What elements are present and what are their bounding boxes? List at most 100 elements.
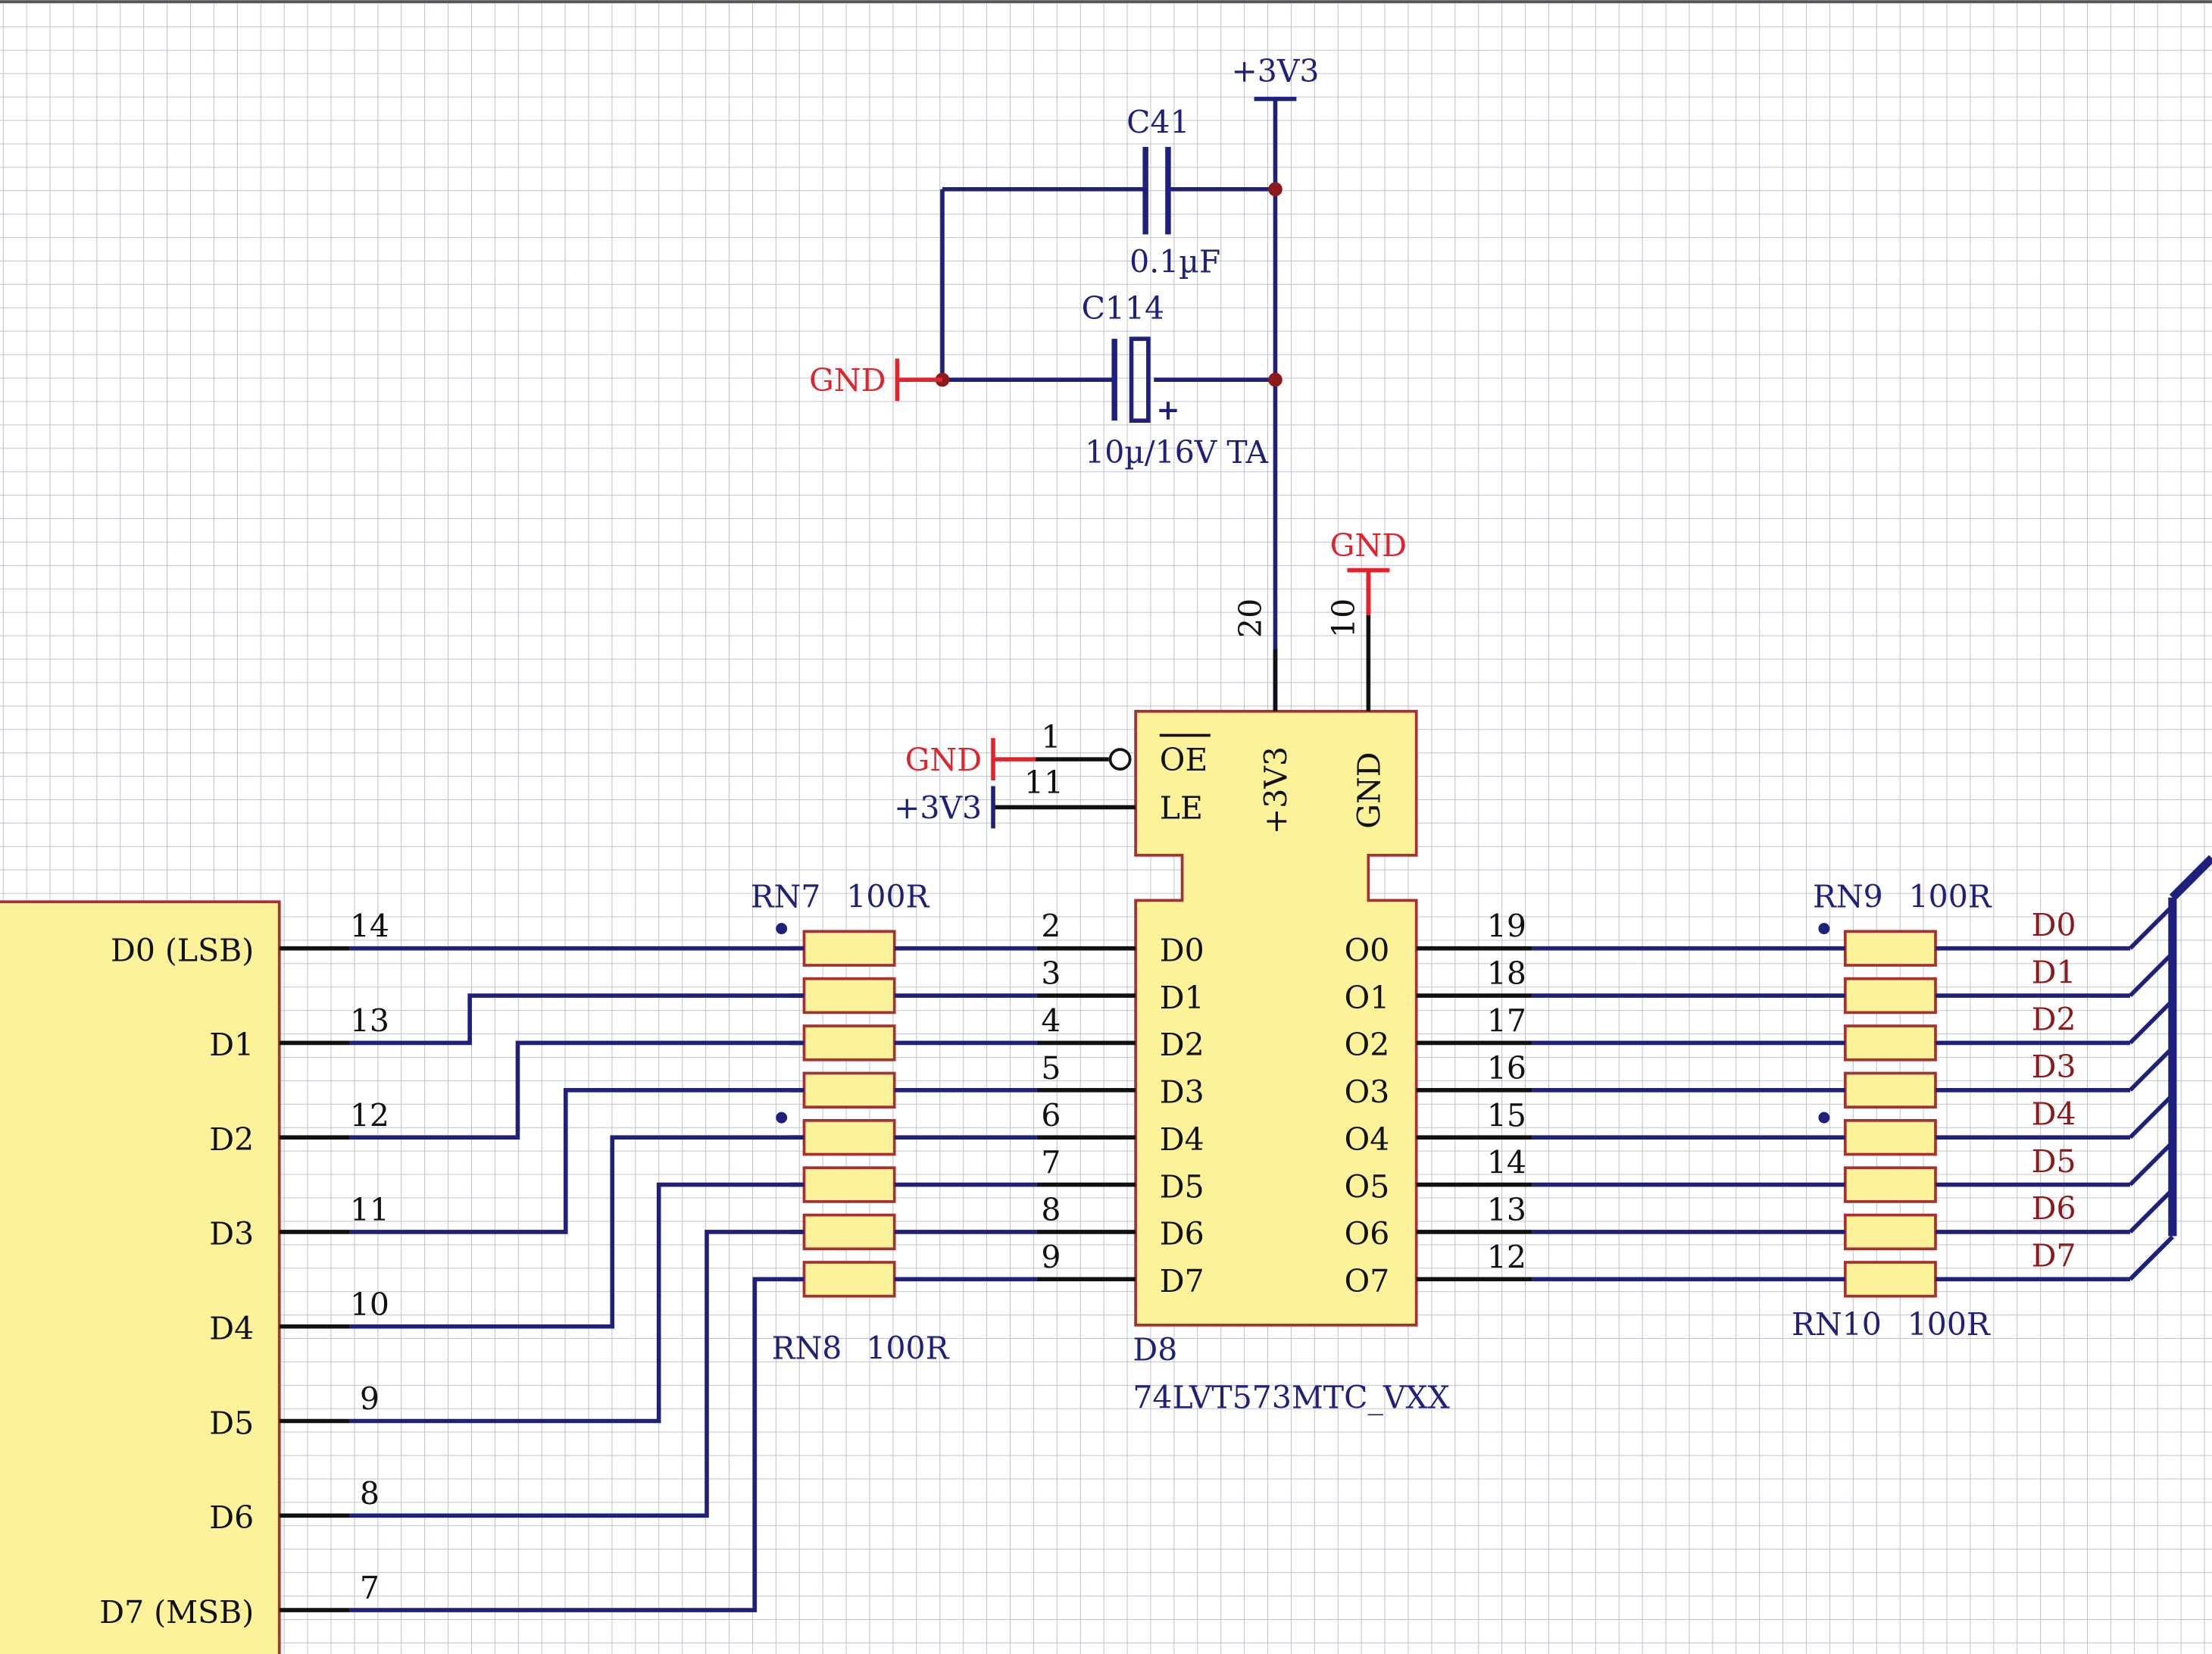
vcc-symbol-top[interactable]: +3V3 bbox=[1231, 53, 1319, 189]
resistor-element bbox=[1843, 1118, 1937, 1156]
vcc-label-top: +3V3 bbox=[1231, 53, 1319, 89]
gnd-symbol-caps[interactable]: GND bbox=[809, 358, 942, 402]
wire bbox=[349, 1088, 805, 1234]
bus-entry bbox=[2129, 1140, 2174, 1187]
ic-input-pin-number: 9 bbox=[1041, 1239, 1061, 1275]
resistor-element bbox=[1843, 1261, 1937, 1298]
connector-pin-number: 14 bbox=[350, 908, 389, 945]
capacitor-c114[interactable]: + C114 10µ/16V TA bbox=[942, 290, 1276, 471]
pin-number-le: 11 bbox=[1024, 764, 1064, 801]
ic-input-pin-name: D2 bbox=[1160, 1027, 1204, 1063]
ic-output-pin-name: O5 bbox=[1345, 1168, 1390, 1205]
ic-output-pin-number: 18 bbox=[1487, 955, 1526, 992]
pin1-dot bbox=[1818, 1112, 1830, 1124]
rn7-value: 100R bbox=[846, 879, 929, 915]
connector-pin-label: D7 (MSB) bbox=[99, 1594, 254, 1631]
net-label: D5 bbox=[2032, 1143, 2076, 1180]
resistor-element bbox=[1843, 1213, 1937, 1251]
c41-ref: C41 bbox=[1126, 104, 1189, 140]
ic-input-pin-name: D5 bbox=[1160, 1168, 1204, 1205]
ic-input-pin-number: 3 bbox=[1041, 955, 1061, 992]
bus-entry bbox=[2129, 1188, 2174, 1233]
wire bbox=[349, 1135, 805, 1329]
rn10-value: 100R bbox=[1907, 1306, 1991, 1343]
connector-body bbox=[0, 900, 281, 1654]
rn8-value: 100R bbox=[866, 1330, 949, 1367]
resistor-element bbox=[802, 1071, 896, 1109]
ic-input-pin-number: 6 bbox=[1041, 1097, 1061, 1133]
ic-d8[interactable]: 20 10 GND +3V3 GND 1 GND OE 11 +3V3 LE D… bbox=[894, 527, 1532, 1416]
ic-output-pin-name: O0 bbox=[1345, 932, 1390, 968]
net-label-oe: GND bbox=[905, 742, 982, 778]
ic-ref: D8 bbox=[1133, 1331, 1177, 1368]
wire bbox=[349, 1040, 805, 1140]
ic-output-pin-number: 17 bbox=[1487, 1003, 1526, 1040]
oe-inversion-bubble bbox=[1108, 748, 1132, 771]
ic-output-pin-number: 12 bbox=[1487, 1239, 1526, 1275]
decoupling-section: +3V3 C41 0.1µF + C114 10µ/16V TA bbox=[809, 53, 1319, 711]
ic-output-pin-name: O6 bbox=[1345, 1216, 1390, 1252]
net-label: D2 bbox=[2032, 1002, 2076, 1038]
net-label: D3 bbox=[2032, 1049, 2076, 1085]
ic-output-pin-name: O3 bbox=[1345, 1074, 1390, 1111]
resistor-element bbox=[802, 1024, 896, 1061]
bus-entry bbox=[2129, 999, 2174, 1045]
resistor-element bbox=[1843, 1024, 1937, 1061]
connector-pin-label: D3 bbox=[209, 1216, 254, 1252]
connector-pin-number: 12 bbox=[350, 1097, 389, 1133]
pin-number-gnd: 10 bbox=[1326, 599, 1362, 638]
c114-value: 10µ/16V TA bbox=[1085, 434, 1268, 471]
ic-output-pin-number: 19 bbox=[1487, 908, 1526, 945]
net-label-le: +3V3 bbox=[894, 789, 982, 826]
resistor-network-rn7-rn8[interactable] bbox=[789, 930, 896, 1298]
data-wires bbox=[349, 923, 2130, 1612]
connector-pin-number: 9 bbox=[360, 1381, 380, 1418]
ic-output-pin-number: 13 bbox=[1487, 1192, 1526, 1228]
capacitor-c41[interactable]: C41 0.1µF bbox=[942, 104, 1276, 280]
ic-pin-name-le: LE bbox=[1160, 789, 1203, 826]
net-label: D1 bbox=[2032, 954, 2076, 990]
ic-output-pin-name: O2 bbox=[1345, 1027, 1390, 1063]
c114-polarity: + bbox=[1156, 392, 1179, 426]
bus-entry bbox=[2129, 904, 2174, 950]
gnd-symbol-ic[interactable]: GND bbox=[1330, 527, 1407, 573]
net-label: D7 bbox=[2032, 1238, 2076, 1274]
bus-entry bbox=[2129, 1235, 2174, 1281]
junction-dot bbox=[1268, 372, 1283, 387]
rn9-value: 100R bbox=[1909, 879, 1992, 915]
pin-number-vcc: 20 bbox=[1233, 599, 1269, 638]
resistor-element bbox=[1843, 1166, 1937, 1203]
connector-pin-label: D1 bbox=[209, 1027, 254, 1063]
ic-input-pin-number: 2 bbox=[1041, 908, 1061, 945]
resistor-element bbox=[1843, 930, 1937, 967]
ic-body bbox=[1134, 709, 1418, 1327]
bus-entry bbox=[2129, 952, 2174, 998]
ic-pin-name-vcc: +3V3 bbox=[1258, 746, 1294, 834]
wire bbox=[349, 1277, 805, 1612]
ic-part: 74LVT573MTC_VXX bbox=[1133, 1380, 1449, 1416]
rn9-ref: RN9 bbox=[1813, 879, 1883, 915]
ic-input-pin-name: D6 bbox=[1160, 1216, 1204, 1252]
resistor-element bbox=[1843, 977, 1937, 1015]
pin1-dot bbox=[1818, 923, 1830, 935]
connector-pin-label: D0 (LSB) bbox=[111, 932, 254, 968]
resistor-element bbox=[802, 977, 896, 1015]
net-label: D0 bbox=[2032, 907, 2076, 943]
ic-input-pin-name: D1 bbox=[1160, 980, 1204, 1016]
resistor-element bbox=[802, 1118, 896, 1156]
connector-pin-number: 10 bbox=[350, 1287, 389, 1323]
net-label: D4 bbox=[2032, 1096, 2076, 1132]
net-label: D6 bbox=[2032, 1190, 2076, 1227]
resistor-element bbox=[802, 1166, 896, 1203]
rn10-ref: RN10 bbox=[1792, 1306, 1882, 1343]
pin1-dot bbox=[776, 923, 788, 935]
rn7-ref: RN7 bbox=[751, 879, 821, 915]
ic-pin-name-gnd: GND bbox=[1351, 752, 1387, 828]
connector-pin-label: D2 bbox=[209, 1121, 254, 1158]
